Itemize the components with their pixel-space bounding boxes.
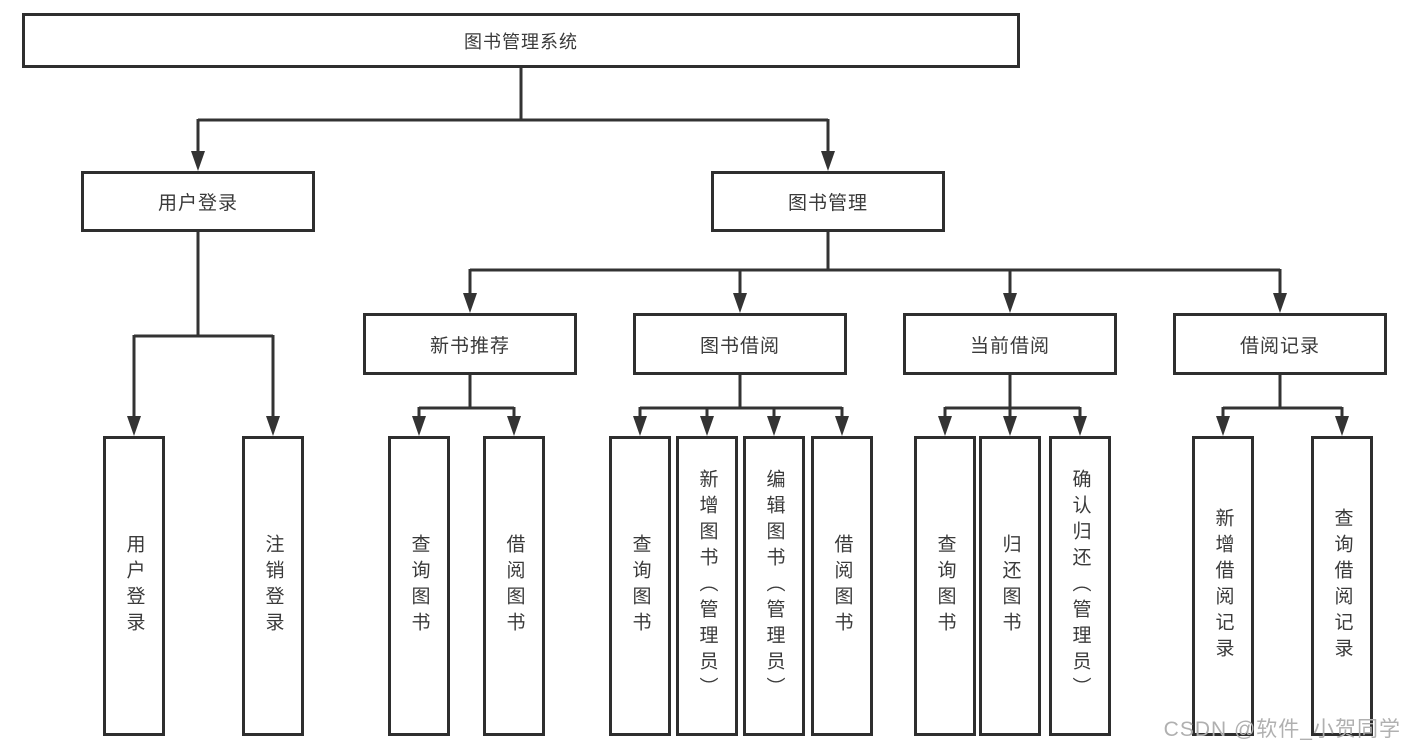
arrowhead-down-icon: [412, 416, 426, 436]
node-leaf-confirm-return-admin: 确认归还（管理员）: [1049, 436, 1111, 736]
node-leaf-borrow-books-borrow: 借阅图书: [811, 436, 873, 736]
leaf-label: 查询图书: [408, 534, 430, 638]
arrowhead-down-icon: [767, 416, 781, 436]
arrowhead-down-icon: [700, 416, 714, 436]
arrowhead-down-icon: [1216, 416, 1230, 436]
node-book-management: 图书管理: [711, 171, 945, 232]
node-new-book-recommend: 新书推荐: [363, 313, 577, 375]
node-leaf-borrow-books-recommend: 借阅图书: [483, 436, 545, 736]
arrowhead-down-icon: [1335, 416, 1349, 436]
arrowhead-down-icon: [266, 416, 280, 436]
node-leaf-query-books-borrow: 查询图书: [609, 436, 671, 736]
node-current-borrow: 当前借阅: [903, 313, 1117, 375]
node-leaf-query-borrow-record: 查询借阅记录: [1311, 436, 1373, 736]
node-root: 图书管理系统: [22, 13, 1020, 68]
arrowhead-down-icon: [1003, 293, 1017, 313]
node-leaf-add-book-admin: 新增图书（管理员）: [676, 436, 738, 736]
arrowhead-down-icon: [127, 416, 141, 436]
node-leaf-query-books-recommend: 查询图书: [388, 436, 450, 736]
leaf-label: 借阅图书: [831, 534, 853, 638]
arrowhead-down-icon: [938, 416, 952, 436]
node-leaf-edit-book-admin: 编辑图书（管理员）: [743, 436, 805, 736]
leaf-label: 查询图书: [629, 534, 651, 638]
node-book-borrow: 图书借阅: [633, 313, 847, 375]
node-leaf-add-borrow-record: 新增借阅记录: [1192, 436, 1254, 736]
leaf-label: 归还图书: [999, 534, 1021, 638]
leaf-label: 编辑图书（管理员）: [763, 469, 785, 703]
csdn-watermark: CSDN @软件_小贺同学: [1163, 718, 1401, 741]
leaf-label: 新增借阅记录: [1212, 508, 1234, 664]
arrowhead-down-icon: [1073, 416, 1087, 436]
leaf-label: 查询图书: [934, 534, 956, 638]
leaf-label: 注销登录: [262, 534, 284, 638]
leaf-label: 查询借阅记录: [1331, 508, 1353, 664]
leaf-label: 用户登录: [123, 534, 145, 638]
node-user-login: 用户登录: [81, 171, 315, 232]
arrowhead-down-icon: [733, 293, 747, 313]
arrowhead-down-icon: [835, 416, 849, 436]
arrowhead-down-icon: [633, 416, 647, 436]
node-leaf-user-login: 用户登录: [103, 436, 165, 736]
leaf-label: 确认归还（管理员）: [1069, 469, 1091, 703]
node-leaf-logout: 注销登录: [242, 436, 304, 736]
arrowhead-down-icon: [463, 293, 477, 313]
node-leaf-return-book: 归还图书: [979, 436, 1041, 736]
arrowhead-down-icon: [191, 151, 205, 171]
leaf-label: 新增图书（管理员）: [696, 469, 718, 703]
arrowhead-down-icon: [821, 151, 835, 171]
arrowhead-down-icon: [507, 416, 521, 436]
leaf-label: 借阅图书: [503, 534, 525, 638]
arrowhead-down-icon: [1003, 416, 1017, 436]
node-leaf-query-books-current: 查询图书: [914, 436, 976, 736]
node-borrow-records: 借阅记录: [1173, 313, 1387, 375]
arrowhead-down-icon: [1273, 293, 1287, 313]
